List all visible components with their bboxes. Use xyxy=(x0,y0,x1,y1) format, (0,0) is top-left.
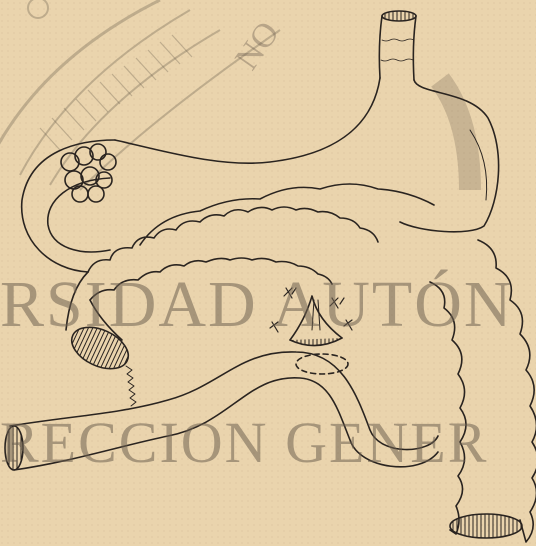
colon-cut-end xyxy=(450,514,522,538)
watermark-line-2: RECCION GENER xyxy=(0,410,536,476)
watermark-line-1: RSIDAD AUTÓN xyxy=(0,265,536,345)
